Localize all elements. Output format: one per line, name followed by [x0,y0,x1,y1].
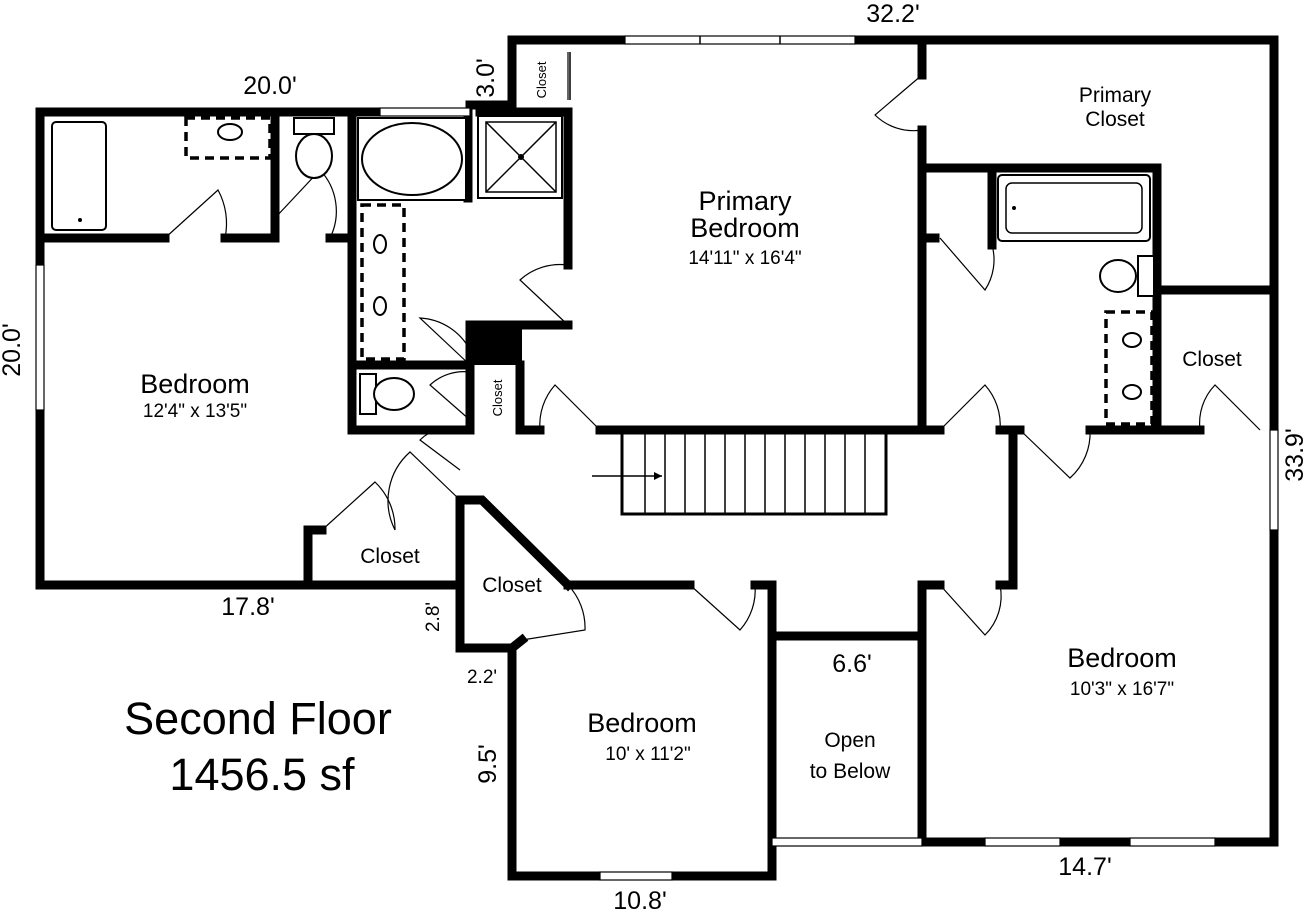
dim-east-bottom: 14.7' [1058,853,1111,881]
room-labels: Primary Bedroom 14'11" x 16'4" Primary C… [140,61,1242,783]
dim-jog-a: 2.8' [423,602,444,632]
south-bedroom-size: 10' x 11'2" [605,744,690,765]
doors [164,52,1261,641]
dim-top-width: 32.2' [866,0,919,28]
sink-icon [217,123,243,141]
primary-bedroom-label: Primary [699,186,792,216]
dim-right-height: 33.9' [1281,428,1309,481]
west-bedroom-label: Bedroom [140,369,250,399]
open-to-below-label-2: to Below [810,760,891,783]
east-closet-label: Closet [1182,348,1242,371]
primary-closet-label: Primary [1079,84,1152,107]
top-closet-label: Closet [534,61,549,98]
dim-left-height: 20.0' [0,323,26,376]
primary-bedroom-size: 14'11" x 16'4" [688,248,801,269]
south-bedroom-label: Bedroom [587,708,697,738]
fixtures [51,115,1155,426]
floor-title-line2: 1456.5 sf [169,749,355,800]
floor-title-line1: Second Floor [124,693,392,744]
primary-bedroom-label-2: Bedroom [690,213,800,243]
dim-open-width: 6.6' [832,650,872,678]
west-closet-label: Closet [360,545,420,568]
dim-west-bottom: 17.8' [221,593,274,621]
diagonal-closet-label: Closet [482,574,542,597]
dim-south-left: 9.5' [474,744,502,784]
hall-closet-label: Closet [490,379,505,416]
sink-icon [1122,332,1142,348]
dim-south-bottom: 10.8' [613,887,666,913]
dim-top-left-width: 20.0' [243,72,296,100]
bathtub-icon [997,174,1151,242]
chase-block [470,325,522,365]
open-to-below-label: Open [824,729,875,752]
dim-jog-b: 2.2' [467,667,497,688]
west-bedroom-size: 12'4" x 13'5" [143,401,247,422]
sink-icon [373,234,387,254]
dim-top-step: 3.0' [472,58,500,98]
primary-closet-label-2: Closet [1085,108,1145,131]
floor-title: Second Floor 1456.5 sf [124,693,392,800]
east-bedroom-size: 10'3" x 16'7" [1070,679,1174,700]
toilet-icon [1137,255,1155,297]
east-bedroom-label: Bedroom [1067,643,1177,673]
bathtub-icon [51,121,107,231]
staircase [592,430,888,516]
toilet-icon [293,117,335,135]
windows [35,35,1279,881]
interior-walls [35,35,1279,653]
